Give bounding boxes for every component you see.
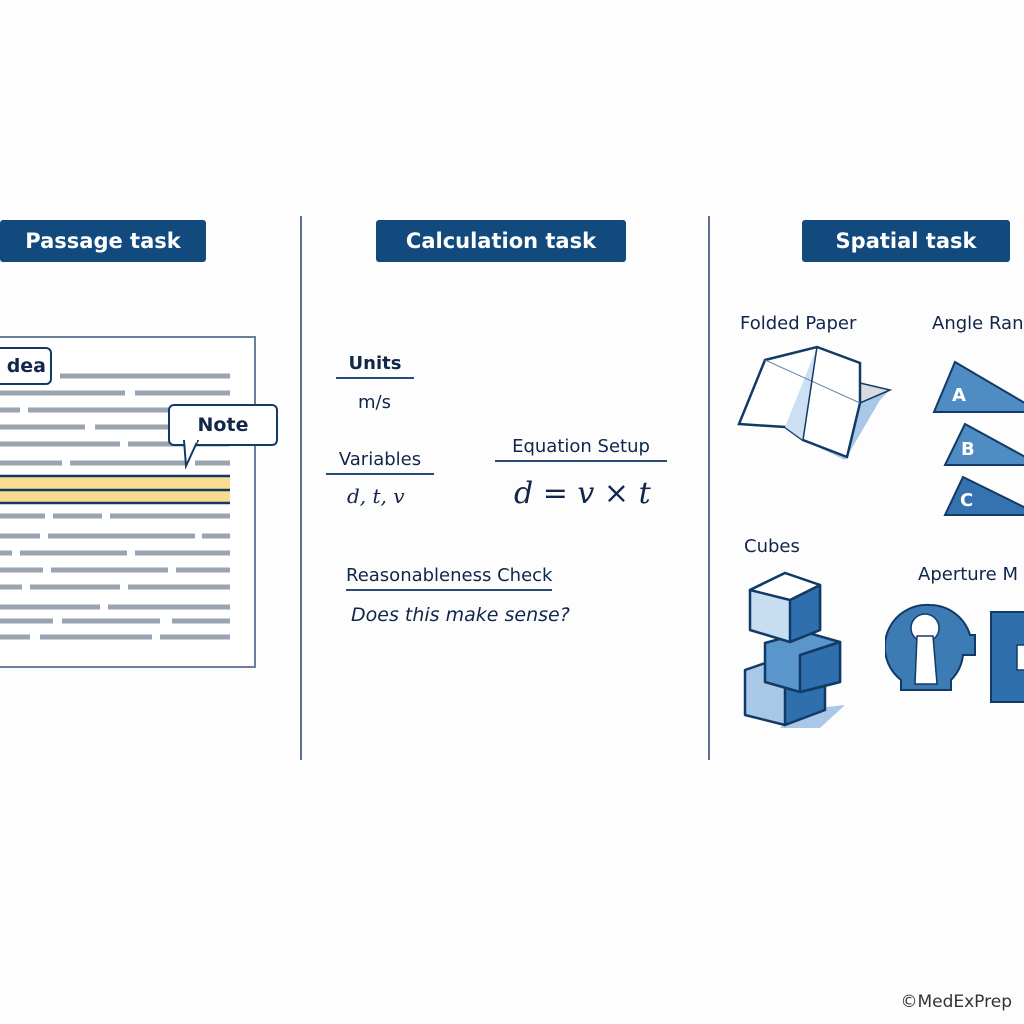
divider-right [708,216,710,760]
reasonableness-check-label: Reasonableness Check [346,565,553,591]
aperture-icon [885,603,1024,703]
spatial-task-header: Spatial task [802,220,1010,262]
variables-value: d, t, v [347,484,405,508]
folded-paper-icon [737,345,893,460]
triangle-c-label: C [960,490,973,511]
note-callout: Note [168,404,278,446]
aperture-label: Aperture M [918,564,1019,585]
note-callout-tail [182,440,200,470]
equation-setup-label: Equation Setup [495,436,667,462]
cubes-label: Cubes [744,536,800,557]
equation-value: d = v × t [514,476,651,511]
idea-callout: dea [0,347,52,385]
units-label: Units [336,353,414,379]
triangle-b-label: B [961,439,975,460]
reasonableness-check-value: Does this make sense? [351,604,570,626]
angle-triangles-icon: A B C [932,360,1024,516]
cubes-icon [743,571,845,728]
copyright-credit: ©MedExPrep [900,992,1012,1012]
divider-left [300,216,302,760]
variables-label: Variables [326,449,434,475]
triangle-a-label: A [952,385,966,406]
passage-task-header: Passage task [0,220,206,262]
folded-paper-label: Folded Paper [740,313,857,334]
angle-label: Angle Ran [932,313,1024,334]
units-value: m/s [358,392,391,413]
calculation-task-header: Calculation task [376,220,626,262]
